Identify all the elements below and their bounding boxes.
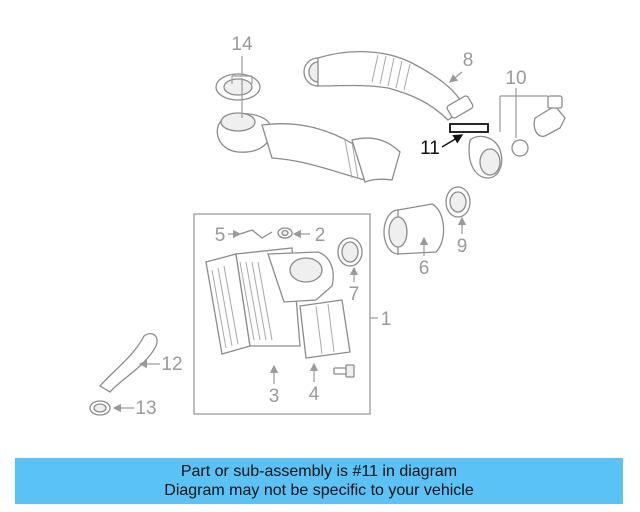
svg-text:12: 12 [161,354,182,375]
part-11-clamp [449,123,503,179]
svg-text:14: 14 [231,34,253,55]
part-10-fittings [511,95,566,157]
bolt [333,364,355,378]
callout-6: 6 [419,236,430,279]
air-cleaner-housing [205,247,351,359]
part-9-gasket [445,186,471,218]
callout-10: 10 [499,68,549,138]
svg-text:10: 10 [505,68,526,89]
svg-text:9: 9 [457,236,468,257]
part-14-intake-duct [215,73,401,183]
callout-2: 2 [292,225,326,246]
info-banner: Part or sub-assembly is #11 in diagram D… [15,458,623,504]
svg-text:7: 7 [349,284,360,305]
svg-text:13: 13 [135,398,156,419]
svg-text:5: 5 [215,225,226,246]
callout-8: 8 [449,50,474,83]
callout-13: 13 [112,398,157,419]
callout-5: 5 [215,225,242,246]
callout-3: 3 [269,364,280,407]
svg-text:3: 3 [269,386,280,407]
part-2-grommet [277,227,293,239]
svg-text:8: 8 [463,50,474,71]
part-13-clamp [89,400,111,416]
svg-text:2: 2 [315,225,326,246]
callout-9: 9 [457,216,468,257]
part-12-drain-hose [99,332,158,393]
callout-14: 14 [231,34,253,118]
svg-text:1: 1 [381,309,392,330]
part-6-sensor [383,203,445,255]
banner-line-part: Part or sub-assembly is #11 in diagram [180,463,458,480]
svg-text:6: 6 [419,258,430,279]
parts-diagram: 14 8 11 10 9 [89,34,566,419]
assembly-1-frame [193,213,371,415]
part-8-intake-hose [303,50,474,121]
callout-11: 11 [420,134,464,159]
callout-4: 4 [309,362,320,405]
callout-12: 12 [138,354,183,375]
svg-text:11: 11 [420,138,440,159]
part-5-bracket [239,229,273,239]
banner-line-disclaimer: Diagram may not be specific to your vehi… [164,482,474,499]
part-7-seal [337,237,363,267]
callout-1: 1 [370,309,391,330]
callout-7: 7 [349,266,360,305]
svg-text:4: 4 [309,384,320,405]
